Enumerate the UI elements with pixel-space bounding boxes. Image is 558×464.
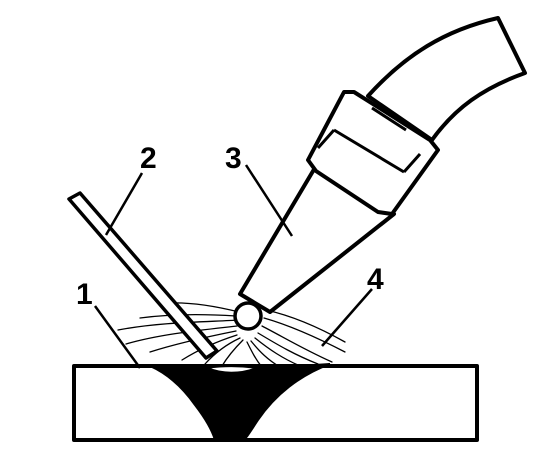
filler-rod (67, 191, 219, 360)
flame-spray-right (246, 309, 346, 368)
leader-line-1 (93, 305, 142, 369)
pool-surface (205, 365, 257, 374)
leader-line-3 (244, 164, 294, 237)
torch-tip (233, 301, 263, 331)
callout-4: 4 (367, 263, 384, 296)
leader-line-4 (321, 288, 373, 347)
callout-1: 1 (76, 278, 93, 311)
callout-3: 3 (225, 142, 242, 175)
callout-2: 2 (140, 142, 157, 175)
leader-line-2 (104, 172, 144, 236)
torch-hose (366, 16, 527, 142)
torch-nut (306, 90, 440, 216)
